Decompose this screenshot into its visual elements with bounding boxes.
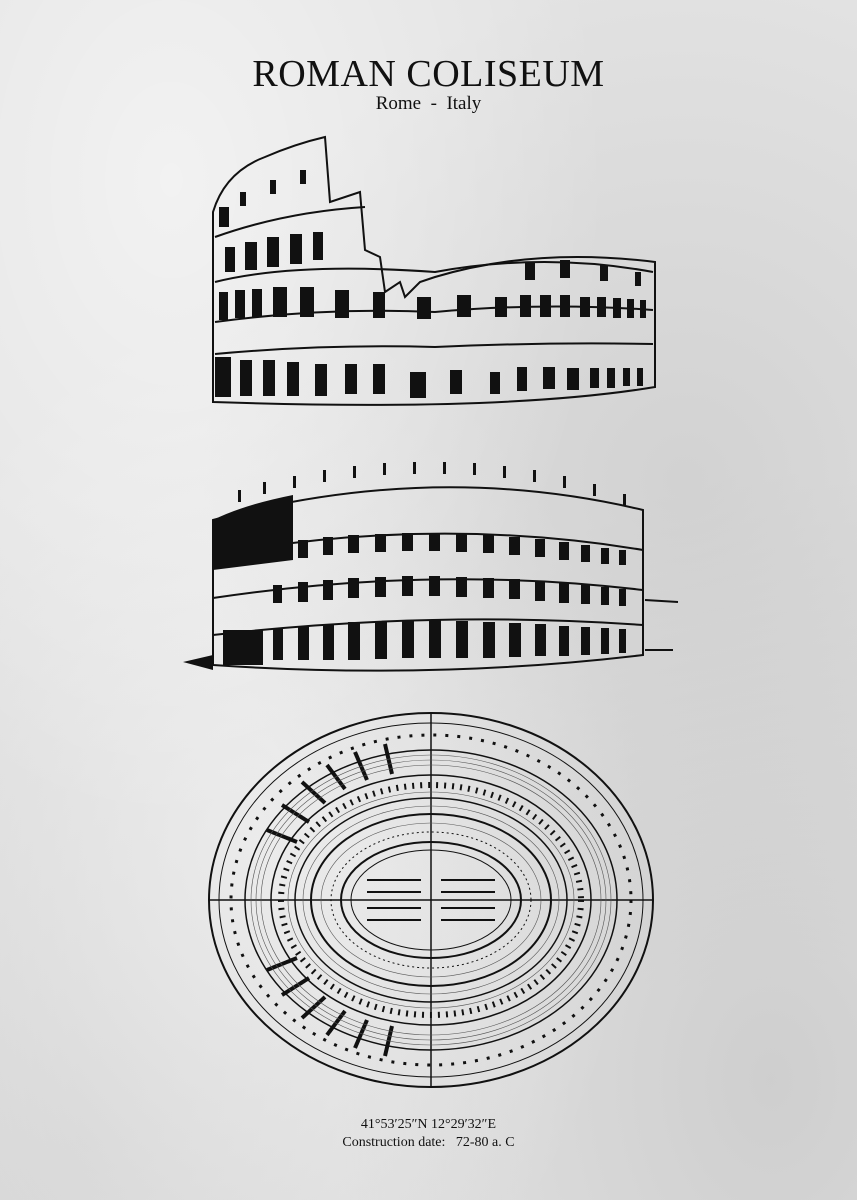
construction-date-caption: Construction date: 72-80 a. C (342, 1135, 515, 1150)
poster-subtitle: Rome - Italy (375, 93, 482, 114)
coordinates-caption: 41°53′25″N 12°29′32″E (360, 1117, 497, 1132)
poster-title: ROMAN COLISEUM (252, 53, 605, 95)
restored-colosseum-illustration (183, 450, 680, 680)
colosseum-floor-plan (207, 710, 655, 1090)
ruined-colosseum-illustration (205, 132, 660, 417)
